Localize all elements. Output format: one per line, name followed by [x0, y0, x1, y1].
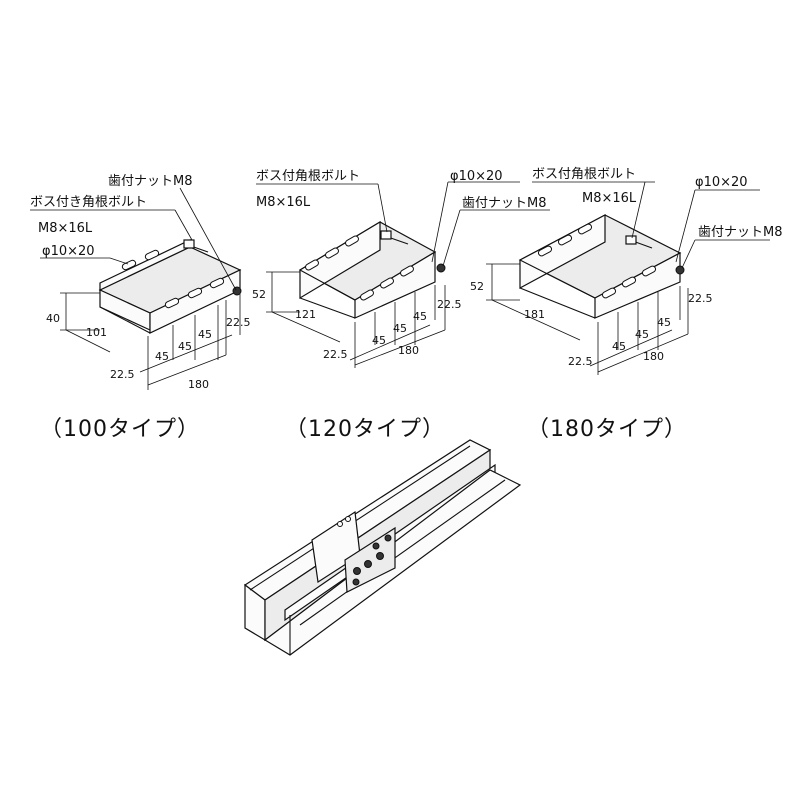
coupler-120-bolt-size-label: M8×16L [256, 195, 311, 210]
coupler-100-dim-pitch-a: 45 [155, 350, 169, 363]
coupler-100-type: 歯付ナットM8 ボス付き角根ボルト M8×16L φ10×20 40 101 2… [30, 174, 251, 442]
coupler-100-body [98, 239, 242, 334]
coupler-120-dim-pitch-b: 45 [393, 322, 407, 335]
coupler-180-dim-pitch-a: 45 [612, 340, 626, 353]
coupler-100-dim-length: 180 [188, 378, 209, 391]
coupler-120-dim-height: 52 [252, 288, 266, 301]
coupler-180-body [518, 214, 685, 319]
coupler-100-hole-label: φ10×20 [42, 244, 95, 259]
coupler-180-dim-length: 180 [643, 350, 664, 363]
coupler-120-dimension-lines [266, 271, 446, 368]
coupler-120-nut-label: 歯付ナットM8 [462, 196, 547, 211]
coupler-100-leaders [30, 187, 237, 291]
coupler-180-type: ボス付角根ボルト M8×16L φ10×20 歯付ナットM8 52 181 22… [470, 167, 783, 442]
coupler-120-dim-length: 180 [398, 344, 419, 357]
coupler-180-caption: （180タイプ） [527, 417, 687, 442]
coupler-180-dim-pitch-c: 45 [657, 316, 671, 329]
coupler-180-dimension-lines [486, 263, 689, 375]
coupler-180-hole-label: φ10×20 [695, 175, 748, 190]
coupler-120-type: ボス付角根ボルト M8×16L φ10×20 歯付ナットM8 52 121 22… [252, 169, 550, 442]
coupler-100-bolt-name-label: ボス付き角根ボルト [30, 195, 147, 210]
coupler-100-nut-label: 歯付ナットM8 [108, 174, 193, 189]
coupler-180-dim-pitch-b: 45 [635, 328, 649, 341]
coupler-180-nut-label: 歯付ナットM8 [698, 225, 783, 240]
coupler-120-hole-label: φ10×20 [450, 169, 503, 184]
coupler-100-dim-end-left: 22.5 [110, 368, 135, 381]
coupler-180-dim-end-left: 22.5 [568, 355, 593, 368]
coupler-120-dim-pitch-a: 45 [372, 334, 386, 347]
coupler-100-dim-pitch-c: 45 [198, 328, 212, 341]
coupler-100-caption: （100タイプ） [40, 417, 200, 442]
coupler-100-dim-pitch-b: 45 [178, 340, 192, 353]
coupler-120-dim-end-left: 22.5 [323, 348, 348, 361]
coupler-120-dim-end-right: 22.5 [437, 298, 462, 311]
coupler-120-dim-depth: 121 [295, 308, 316, 321]
coupler-120-body [298, 220, 446, 319]
coupler-180-dim-depth: 181 [524, 308, 545, 321]
coupler-100-bolt-size-label: M8×16L [38, 221, 93, 236]
coupler-100-dim-depth: 101 [86, 326, 107, 339]
coupler-120-caption: （120タイプ） [285, 417, 445, 442]
coupler-180-leaders [532, 181, 770, 269]
coupler-120-dim-pitch-c: 45 [413, 310, 427, 323]
coupler-100-dim-height: 40 [46, 312, 60, 325]
coupler-100-dimension-lines [60, 292, 241, 390]
coupler-120-bolt-name-label: ボス付角根ボルト [256, 169, 360, 184]
assembled-rail-illustration [243, 439, 522, 656]
coupler-180-dim-end-right: 22.5 [688, 292, 713, 305]
coupler-180-bolt-size-label: M8×16L [582, 191, 637, 206]
coupler-180-bolt-name-label: ボス付角根ボルト [532, 167, 636, 182]
coupler-120-leaders [256, 181, 550, 267]
coupler-180-dim-height: 52 [470, 280, 484, 293]
coupler-100-dim-end-right: 22.5 [226, 316, 251, 329]
